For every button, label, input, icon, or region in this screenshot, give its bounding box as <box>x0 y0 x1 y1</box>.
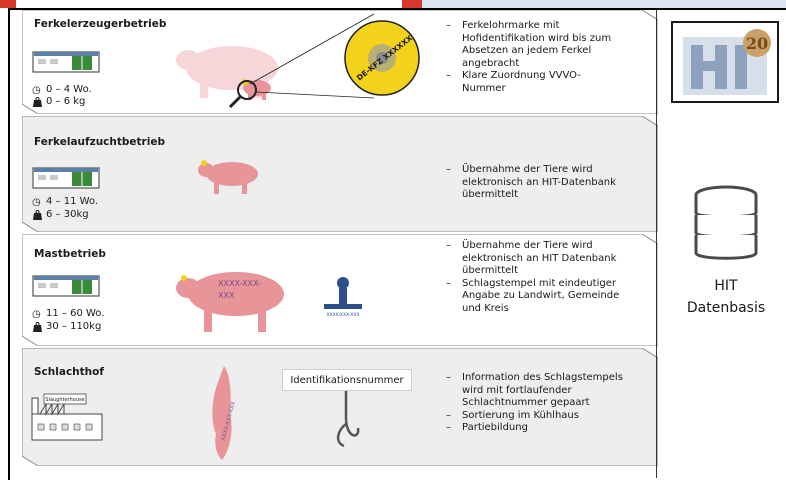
database-label-line2: Datenbasis <box>686 300 766 316</box>
stage-panel-ferkelerzeuger: Ferkelerzeugerbetrieb ◷ 0 – 4 Wo. 0 – 6 … <box>22 10 658 114</box>
stage-title: Ferkelerzeugerbetrieb <box>34 18 167 30</box>
note-item: Information des Schlagstempels wird mit … <box>444 372 634 410</box>
clock-icon: ◷ <box>32 197 41 208</box>
age-value: 4 – 11 Wo. <box>46 196 99 207</box>
weight-icon <box>33 210 42 220</box>
stamp-text: XXXX-XXX-XXX <box>326 312 359 318</box>
weight-value: 30 – 110kg <box>46 321 102 332</box>
hit-logo: 20 <box>671 21 779 103</box>
clock-icon: ◷ <box>32 85 41 96</box>
stage-title: Schlachthof <box>34 366 104 378</box>
clock-icon: ◷ <box>32 309 41 320</box>
panel-arrow-bg <box>22 116 658 232</box>
logo-badge-text: 20 <box>746 34 768 53</box>
note-item: Übernahme der Tiere wird elektronisch an… <box>444 240 634 278</box>
stage-panel-mast: Mastbetrieb ◷ 11 – 60 Wo. 30 – 110kg XXX… <box>22 234 658 346</box>
stamp-icon: XXXX-XXX-XXX <box>324 277 362 318</box>
identification-number-label: Identifikationsnummer <box>282 369 412 391</box>
pig-tattoo-line: XXX <box>218 291 235 300</box>
ear-tag-icon: DE-KFZ XXXXXX <box>344 20 420 96</box>
note-item: Klare Zuordnung VVVO-Nummer <box>444 70 624 95</box>
stage-notes: Information des Schlagstempels wird mit … <box>444 372 634 435</box>
database-label-line1: HIT <box>714 278 738 294</box>
stage-notes: Ferkelohrmarke mit Hofidentifikation wir… <box>444 20 624 96</box>
top-strip-red <box>0 0 16 8</box>
age-value: 11 – 60 Wo. <box>46 308 105 319</box>
column-divider <box>656 10 657 478</box>
pig-illustration <box>198 160 258 194</box>
age-value: 0 – 4 Wo. <box>46 84 92 95</box>
note-item: Übernahme der Tiere wird elektronisch an… <box>444 164 624 202</box>
stage-notes: Übernahme der Tiere wird elektronisch an… <box>444 164 624 202</box>
weight-value: 6 – 30kg <box>46 209 89 220</box>
sow-with-piglet-illustration <box>176 46 278 109</box>
diagram-frame <box>8 8 786 480</box>
database-icon <box>694 185 758 260</box>
weight-icon <box>33 322 42 332</box>
stage-title: Mastbetrieb <box>34 248 106 260</box>
barn-icon <box>32 167 100 189</box>
weight-icon <box>33 97 42 107</box>
note-item: Schlagstempel mit eindeutiger Angabe zu … <box>444 278 634 316</box>
barn-icon <box>32 51 100 73</box>
slaughterhouse-sign: Slaughterhouse <box>45 397 84 403</box>
pig-tattoo-line: XXXX-XXX- <box>218 279 261 288</box>
note-item: Ferkelohrmarke mit Hofidentifikation wir… <box>444 20 624 70</box>
stage-notes: Übernahme der Tiere wird elektronisch an… <box>444 240 634 316</box>
slaughterhouse-icon: Slaughterhouse <box>31 393 103 441</box>
stage-panel-ferkelaufzucht: Ferkelaufzuchtbetrieb ◷ 4 – 11 Wo. 6 – 3… <box>22 116 658 232</box>
tattooed-pig-illustration: XXXX-XXX- XXX <box>176 272 284 332</box>
stage-panel-schlachthof: Schlachthof Slaughterhouse XXXX-XXX-XXX … <box>22 348 658 466</box>
weight-value: 0 – 6 kg <box>46 96 86 107</box>
carcass-illustration: XXXX-XXX-XXX <box>212 366 237 460</box>
stage-title: Ferkelaufzuchtbetrieb <box>34 136 165 148</box>
note-item: Partiebildung <box>444 422 634 435</box>
meat-hook-icon <box>336 390 360 448</box>
note-item: Sortierung im Kühlhaus <box>444 410 634 423</box>
magnifier-zoom-lines <box>249 13 375 99</box>
top-strip-red-2 <box>402 0 422 8</box>
barn-icon <box>32 275 100 297</box>
